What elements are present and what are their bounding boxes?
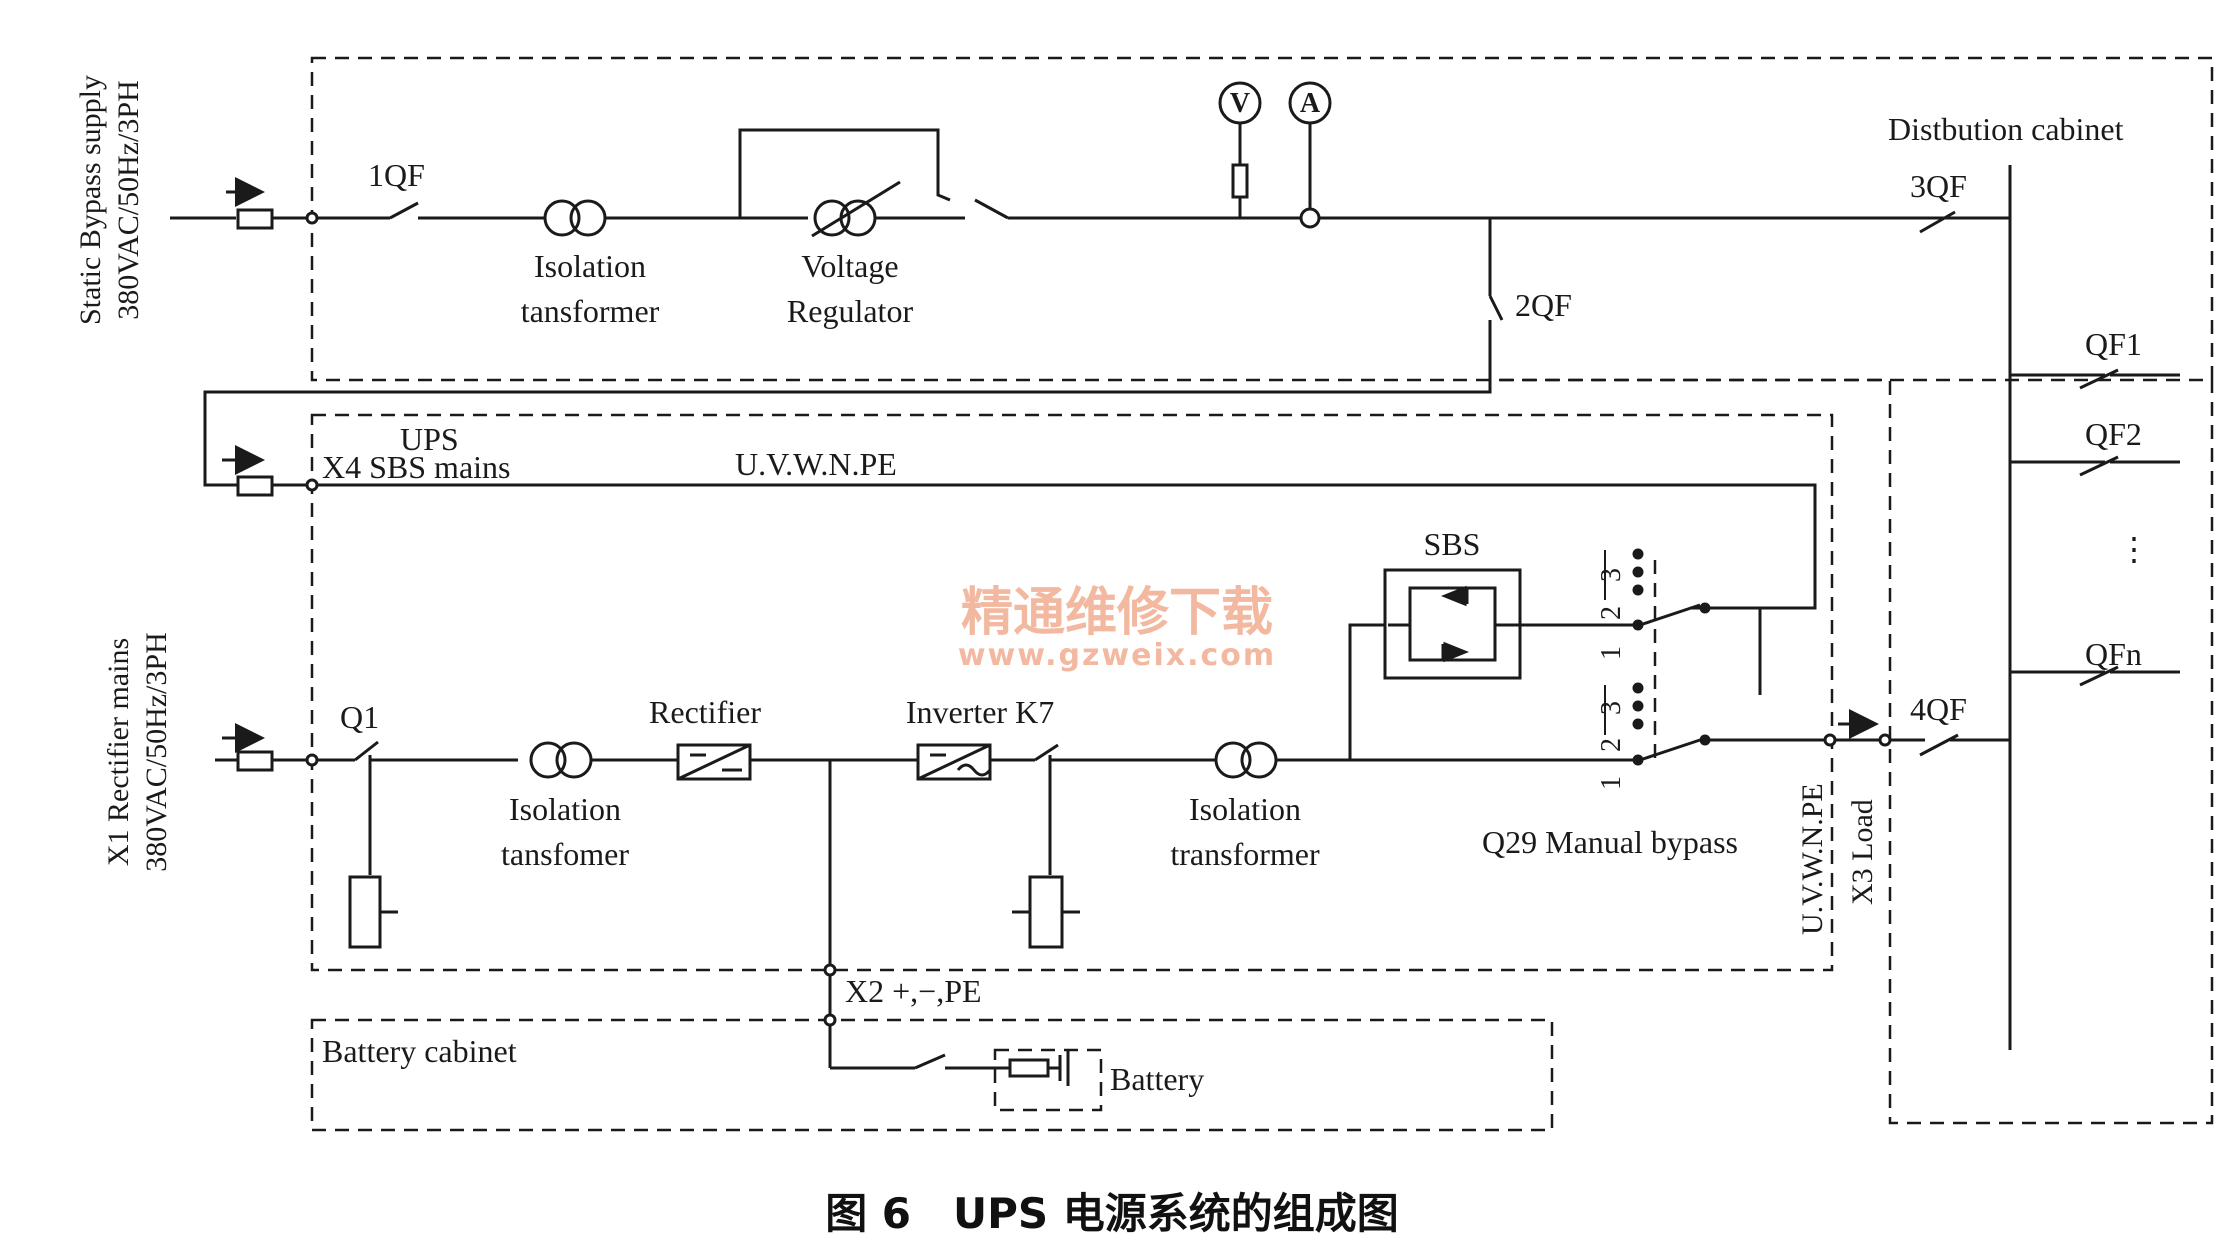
qf1-symbol (2079, 368, 2119, 390)
ups-title: UPS (400, 421, 459, 457)
label-sbs: SBS (1424, 526, 1481, 562)
figure-caption: 图 6 UPS 电源系统的组成图 (825, 1189, 1399, 1238)
watermark: 精通维修下载 www.gzweix.com (958, 583, 1276, 673)
q29-lower-switch (1639, 738, 1701, 762)
k7-coil (1028, 875, 1064, 949)
input-isolation-transformer-symbol (529, 741, 567, 779)
q29-upper-switch (1639, 603, 1701, 627)
battery-box-outline (993, 1048, 1103, 1112)
voltmeter-letter: V (1230, 88, 1250, 119)
x3-terminal-right (1878, 733, 1892, 747)
q29-position-labels: 1 2 3 1 2 3 (1596, 568, 1627, 790)
label-output-isolation-1: Isolation (1189, 791, 1301, 827)
label-2qf: 2QF (1515, 287, 1572, 323)
svg-text:1: 1 (1596, 646, 1627, 660)
battery-cabinet-outline (310, 1018, 1554, 1132)
label-1qf: 1QF (368, 157, 425, 193)
label-inverter: Inverter K7 (906, 694, 1054, 730)
label-3qf: 3QF (1910, 168, 1967, 204)
label-q1: Q1 (340, 699, 379, 735)
label-feeders-ellipsis: ⋮ (2118, 531, 2150, 567)
battery-switch-symbol (914, 1053, 946, 1070)
battery-cabinet-title: Battery cabinet (322, 1033, 517, 1069)
ups-cabinet-outline (310, 413, 1834, 972)
x2-terminal (823, 963, 837, 977)
label-voltage-regulator-2: Regulator (787, 293, 914, 329)
breaker-2qf-symbol (1488, 295, 1504, 321)
label-battery: Battery (1110, 1061, 1204, 1097)
label-rectifier: Rectifier (649, 694, 761, 730)
ammeter-symbol (1288, 81, 1332, 125)
rectifier-line (215, 568, 2010, 1086)
breaker-3qf-symbol (1919, 210, 1956, 234)
svg-text:380VAC/50Hz/3PH: 380VAC/50Hz/3PH (140, 632, 173, 871)
label-input-isolation-2: tansfomer (501, 836, 629, 872)
label-4qf: 4QF (1910, 691, 1967, 727)
label-bypass-isolation-2: tansformer (521, 293, 660, 329)
svg-text:380VAC/50Hz/3PH: 380VAC/50Hz/3PH (112, 80, 145, 319)
svg-text:X1 Rectifier mains: X1 Rectifier mains (102, 638, 135, 866)
k7-switch-symbol (1034, 743, 1059, 762)
label-uvwnpe-top: U.V.W.N.PE (735, 446, 897, 482)
sbs-input-fuse (236, 475, 274, 497)
x3-terminal-left (1823, 733, 1837, 747)
label-x3-load: X3 Load (1846, 799, 1879, 905)
watermark-line-1: 精通维修下载 (961, 583, 1273, 643)
rectifier-mains-label: X1 Rectifier mains 380VAC/50Hz/3PH (102, 632, 173, 871)
svg-text:1: 1 (1596, 776, 1627, 790)
label-input-isolation-1: Isolation (509, 791, 621, 827)
bypass-isolation-transformer-symbol (543, 199, 581, 237)
label-qf2: QF2 (2085, 416, 2142, 452)
q1-coil (348, 875, 382, 949)
distribution-bus (2008, 165, 2180, 1050)
bypass-supply-label: Static Bypass supply 380VAC/50Hz/3PH (74, 75, 145, 325)
label-qf1: QF1 (2085, 326, 2142, 362)
output-isolation-transformer-symbol (1214, 741, 1252, 779)
bypass-input-fuse (236, 208, 274, 230)
svg-text:3: 3 (1596, 568, 1627, 582)
bypass-line (170, 81, 2010, 487)
distribution-cabinet-outline (1500, 378, 2214, 1125)
breaker-4qf-symbol (1919, 733, 1959, 757)
label-x2: X2 +,−,PE (845, 973, 982, 1009)
label-x4: X4 SBS mains (322, 449, 510, 485)
voltmeter-symbol (1218, 81, 1262, 125)
svg-text:Static Bypass supply: Static Bypass supply (74, 75, 107, 325)
svg-text:2: 2 (1596, 606, 1627, 620)
svg-text:3: 3 (1596, 701, 1627, 715)
qfn-symbol (2079, 665, 2119, 687)
q29-contacts (1604, 548, 1711, 766)
voltage-regulator-symbol (813, 199, 851, 237)
ups-power-system-diagram: 精通维修下载 www.gzweix.com (74, 56, 2214, 1132)
label-q29: Q29 Manual bypass (1482, 824, 1738, 860)
watermark-line-2: www.gzweix.com (958, 638, 1276, 673)
x4-terminal (305, 478, 319, 492)
label-bypass-isolation-1: Isolation (534, 248, 646, 284)
label-output-isolation-2: transformer (1170, 836, 1320, 872)
q1-switch-symbol (354, 740, 379, 762)
label-voltage-regulator-1: Voltage (801, 248, 898, 284)
label-qfn: QFn (2085, 636, 2142, 672)
distribution-cabinet-title: Distbution cabinet (1888, 111, 2124, 147)
x1-terminal (305, 753, 319, 767)
battery-fuse (1008, 1058, 1050, 1078)
bypass-terminal (305, 211, 319, 225)
bypass-switch-symbol (974, 198, 1009, 220)
rectifier-input-fuse (236, 750, 274, 772)
label-uvwnpe-vertical: U.V.W.N.PE (1796, 783, 1829, 935)
current-transformer-symbol (1299, 207, 1321, 229)
breaker-1qf-symbol (389, 201, 419, 220)
svg-text:2: 2 (1596, 738, 1627, 752)
qf2-symbol (2079, 455, 2119, 477)
ammeter-letter: A (1300, 88, 1321, 119)
